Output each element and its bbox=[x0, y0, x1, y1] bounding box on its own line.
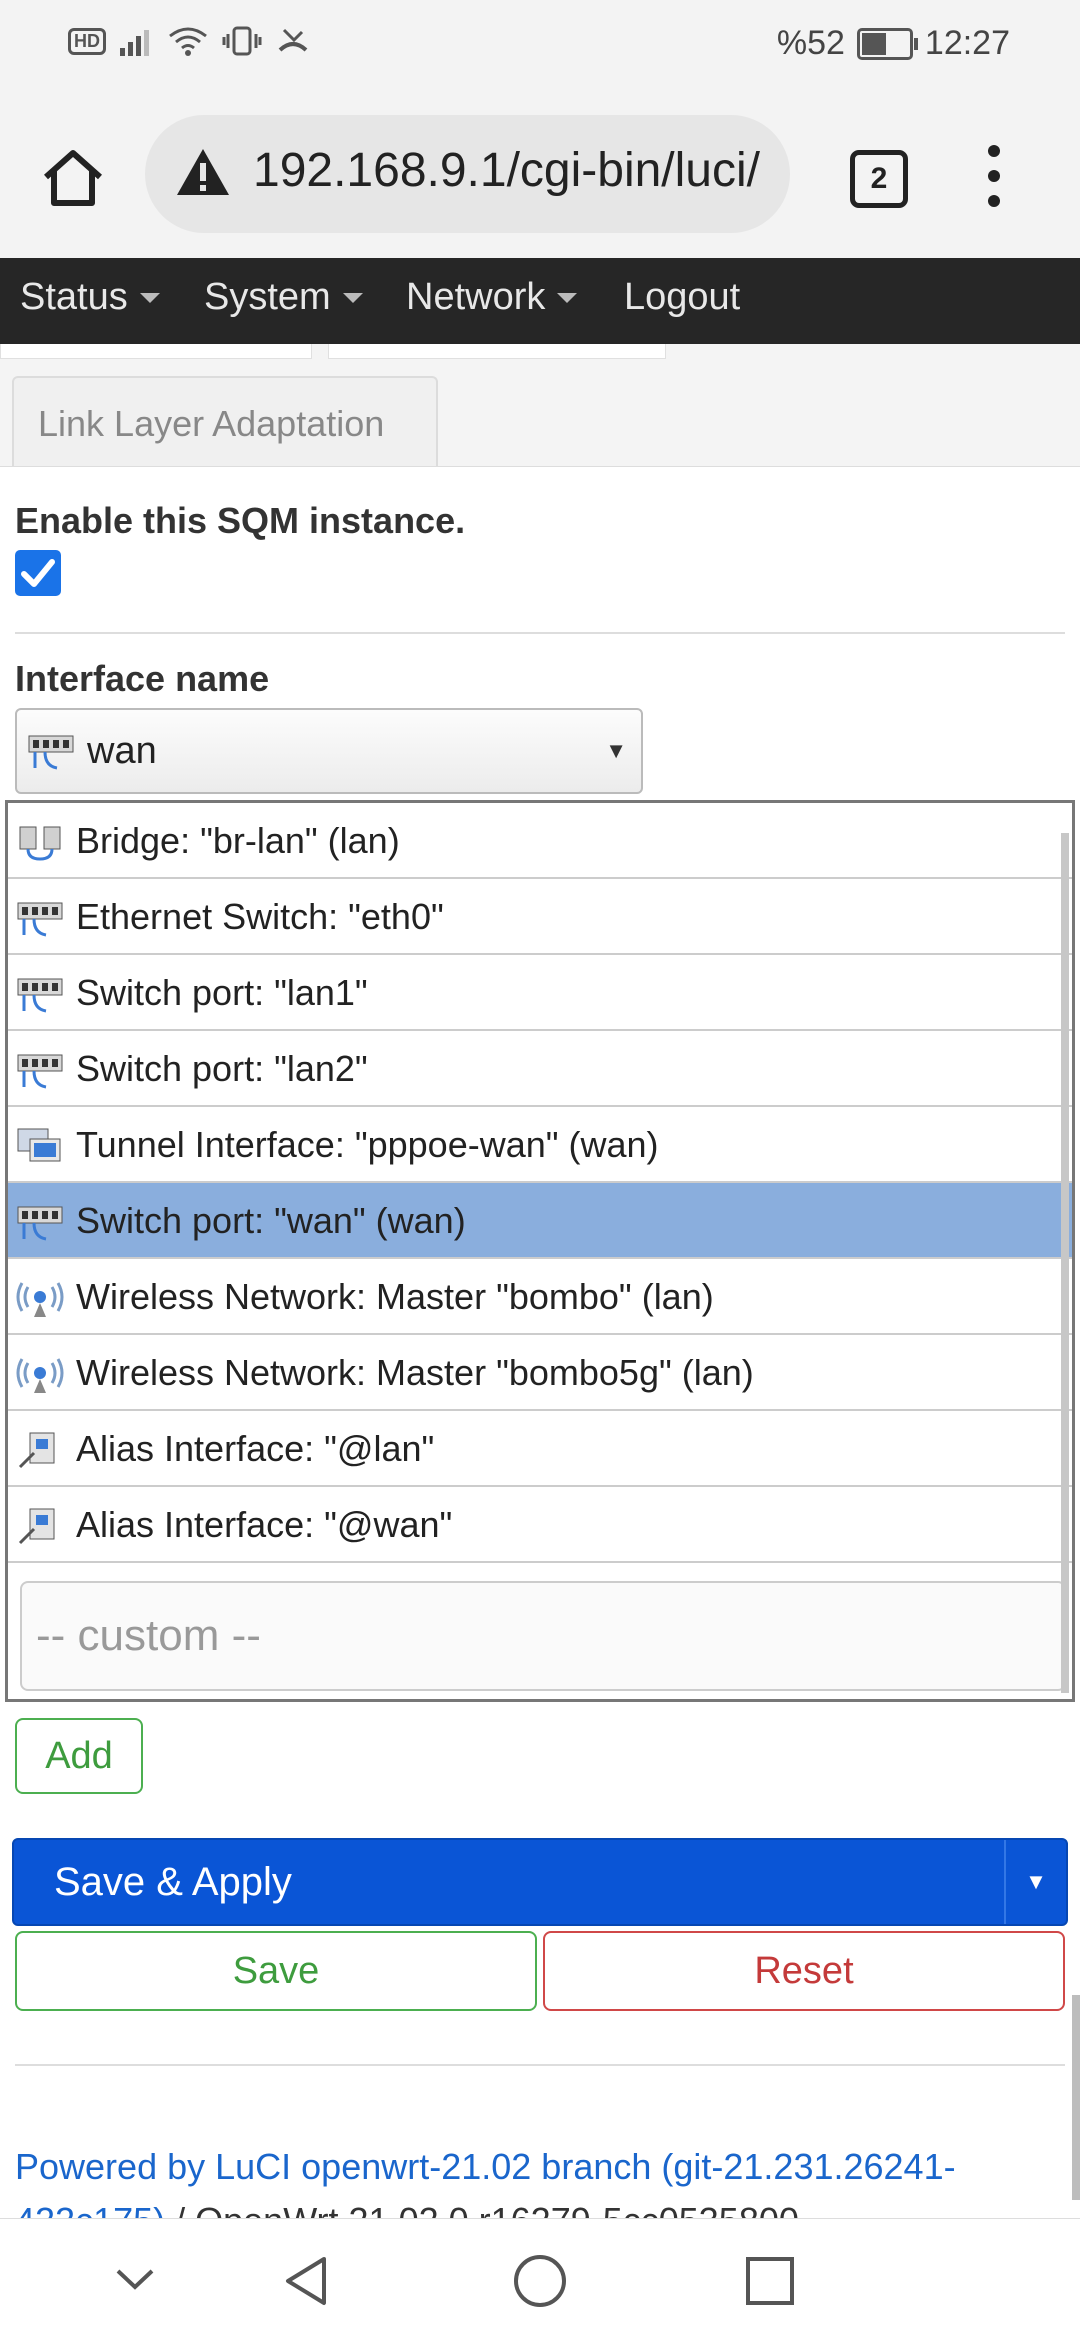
more-menu-icon[interactable] bbox=[988, 145, 1002, 220]
interface-select-value: wan bbox=[87, 730, 157, 772]
tab-link-layer-adaptation[interactable]: Link Layer Adaptation bbox=[12, 376, 438, 466]
ethernet-switch-icon bbox=[17, 902, 63, 937]
hd-indicator: HD bbox=[68, 27, 106, 55]
hide-keyboard-icon[interactable] bbox=[110, 2253, 160, 2303]
option-alias-lan[interactable]: Alias Interface: "@lan" bbox=[8, 1411, 1072, 1487]
back-icon[interactable] bbox=[280, 2253, 336, 2309]
option-eth0[interactable]: Ethernet Switch: "eth0" bbox=[8, 879, 1072, 955]
recents-icon[interactable] bbox=[742, 2253, 798, 2309]
switch-port-icon bbox=[17, 1206, 63, 1241]
url-text[interactable]: 192.168.9.1/cgi-bin/luci/ bbox=[253, 144, 760, 197]
option-label: Alias Interface: "@wan" bbox=[76, 1504, 453, 1545]
switch-port-icon bbox=[28, 735, 74, 770]
interface-label: Interface name bbox=[15, 658, 270, 699]
option-wan-selected[interactable]: Switch port: "wan" (wan) bbox=[8, 1183, 1072, 1259]
option-label: Tunnel Interface: "pppoe-wan" (wan) bbox=[76, 1124, 659, 1165]
option-label: Alias Interface: "@lan" bbox=[76, 1428, 435, 1469]
dropdown-scrollbar[interactable] bbox=[1061, 833, 1069, 1693]
reset-button[interactable]: Reset bbox=[543, 1931, 1065, 2011]
wireless-icon bbox=[16, 1358, 64, 1393]
nav-system[interactable]: System bbox=[204, 276, 363, 319]
home-circle-icon[interactable] bbox=[512, 2253, 568, 2309]
option-label: Wireless Network: Master "bombo5g" (lan) bbox=[76, 1352, 754, 1393]
switch-port-icon bbox=[17, 1054, 63, 1089]
divider bbox=[15, 632, 1065, 634]
save-button[interactable]: Save bbox=[15, 1931, 537, 2011]
status-icons: HD bbox=[68, 26, 310, 56]
interface-select[interactable]: wan ▼ bbox=[15, 708, 643, 794]
tab-switcher-button[interactable]: 2 bbox=[850, 150, 908, 208]
missed-call-icon bbox=[278, 28, 308, 52]
alias-icon bbox=[18, 1432, 55, 1469]
save-apply-dropdown-toggle[interactable]: ▼ bbox=[1004, 1840, 1066, 1924]
status-right: %52 12:27 bbox=[777, 24, 1010, 63]
select-arrow-icon: ▼ bbox=[605, 738, 627, 763]
section-tabs: Link Layer Adaptation bbox=[0, 344, 1080, 467]
nav-network[interactable]: Network bbox=[406, 276, 578, 319]
nav-logout-label: Logout bbox=[624, 276, 741, 318]
option-label: Switch port: "wan" (wan) bbox=[76, 1200, 466, 1241]
vibrate-icon bbox=[222, 26, 262, 56]
switch-port-icon bbox=[17, 978, 63, 1013]
option-bombo5g[interactable]: Wireless Network: Master "bombo5g" (lan) bbox=[8, 1335, 1072, 1411]
battery-icon bbox=[856, 27, 918, 60]
tab-partial[interactable] bbox=[328, 344, 666, 359]
save-apply-label: Save & Apply bbox=[54, 1860, 292, 1904]
option-alias-wan[interactable]: Alias Interface: "@wan" bbox=[8, 1487, 1072, 1563]
battery-percent: %52 bbox=[776, 24, 845, 62]
save-apply-button[interactable]: Save & Apply ▼ bbox=[12, 1838, 1068, 1926]
nav-logout[interactable]: Logout bbox=[624, 276, 740, 319]
enable-checkbox[interactable] bbox=[15, 550, 61, 596]
custom-interface-input[interactable]: -- custom -- bbox=[20, 1581, 1066, 1691]
warning-icon[interactable] bbox=[175, 147, 231, 197]
add-button[interactable]: Add bbox=[15, 1718, 143, 1794]
interface-dropdown: Bridge: "br-lan" (lan) Ethernet Switch: … bbox=[5, 800, 1075, 1702]
option-label: Bridge: "br-lan" (lan) bbox=[76, 820, 400, 861]
caret-down-icon bbox=[557, 292, 578, 303]
nav-system-label: System bbox=[204, 276, 331, 318]
status-bar: HD %52 12:27 bbox=[0, 0, 1080, 95]
option-lan1[interactable]: Switch port: "lan1" bbox=[8, 955, 1072, 1031]
option-bombo[interactable]: Wireless Network: Master "bombo" (lan) bbox=[8, 1259, 1072, 1335]
clock: 12:27 bbox=[924, 24, 1010, 62]
option-label: Wireless Network: Master "bombo" (lan) bbox=[76, 1276, 714, 1317]
system-navigation-bar bbox=[0, 2218, 1080, 2341]
option-label: Switch port: "lan2" bbox=[76, 1048, 368, 1089]
home-icon[interactable] bbox=[40, 145, 106, 211]
enable-label: Enable this SQM instance. bbox=[15, 500, 466, 541]
tunnel-icon bbox=[17, 1128, 61, 1162]
wifi-icon bbox=[169, 27, 207, 56]
signal-icon bbox=[120, 30, 149, 56]
nav-status-label: Status bbox=[20, 276, 128, 318]
caret-down-icon bbox=[342, 292, 363, 303]
option-pppoe-wan[interactable]: Tunnel Interface: "pppoe-wan" (wan) bbox=[8, 1107, 1072, 1183]
nav-network-label: Network bbox=[406, 276, 546, 318]
option-lan2[interactable]: Switch port: "lan2" bbox=[8, 1031, 1072, 1107]
address-bar[interactable]: 192.168.9.1/cgi-bin/luci/ bbox=[145, 115, 790, 233]
browser-toolbar: 192.168.9.1/cgi-bin/luci/ 2 bbox=[0, 95, 1080, 258]
bridge-icon bbox=[19, 826, 61, 861]
caret-down-icon bbox=[139, 292, 160, 303]
option-label: Switch port: "lan1" bbox=[76, 972, 368, 1013]
checkmark-icon bbox=[21, 559, 55, 587]
luci-navbar: Status System Network Logout bbox=[0, 258, 1080, 344]
page-scrollbar[interactable] bbox=[1072, 1995, 1080, 2200]
divider bbox=[15, 2064, 1065, 2066]
option-br-lan[interactable]: Bridge: "br-lan" (lan) bbox=[8, 803, 1072, 879]
option-label: Ethernet Switch: "eth0" bbox=[76, 896, 444, 937]
alias-icon bbox=[18, 1508, 55, 1545]
tab-partial[interactable] bbox=[0, 344, 312, 359]
nav-status[interactable]: Status bbox=[20, 276, 160, 319]
wireless-icon bbox=[16, 1282, 64, 1317]
